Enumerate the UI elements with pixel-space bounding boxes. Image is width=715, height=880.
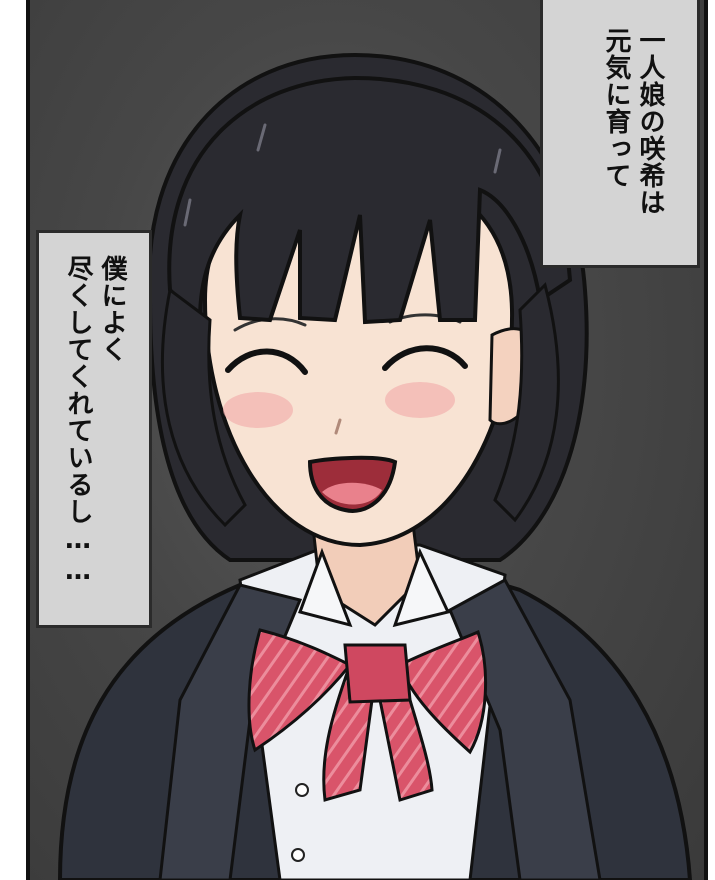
- blush-right: [385, 382, 455, 418]
- nose: [334, 418, 342, 435]
- ribbon-bow: [247, 628, 488, 802]
- narration-line: 一人娘の咲希は: [635, 27, 665, 216]
- shirt-button: [295, 783, 309, 797]
- narration-line: 僕によく: [97, 255, 127, 363]
- blush-left: [223, 392, 293, 428]
- hair-shine: [183, 123, 502, 227]
- narration-box-left: 僕によく 尽くしてくれているし……: [36, 230, 152, 628]
- collar-left: [298, 547, 353, 628]
- narration-line: 尽くしてくれているし……: [63, 255, 93, 587]
- side-hair-right: [493, 282, 560, 523]
- tongue: [322, 482, 382, 505]
- narration-box-top-right: 一人娘の咲希は 元気に育って: [540, 0, 700, 268]
- eye-right: [382, 345, 468, 371]
- collar-right: [392, 547, 451, 628]
- shirt-button: [291, 848, 305, 862]
- right-lapel: [448, 577, 602, 880]
- side-hair-left: [160, 287, 247, 528]
- narration-line: 元気に育って: [601, 27, 631, 189]
- eye-left: [225, 348, 308, 375]
- bangs: [167, 75, 573, 325]
